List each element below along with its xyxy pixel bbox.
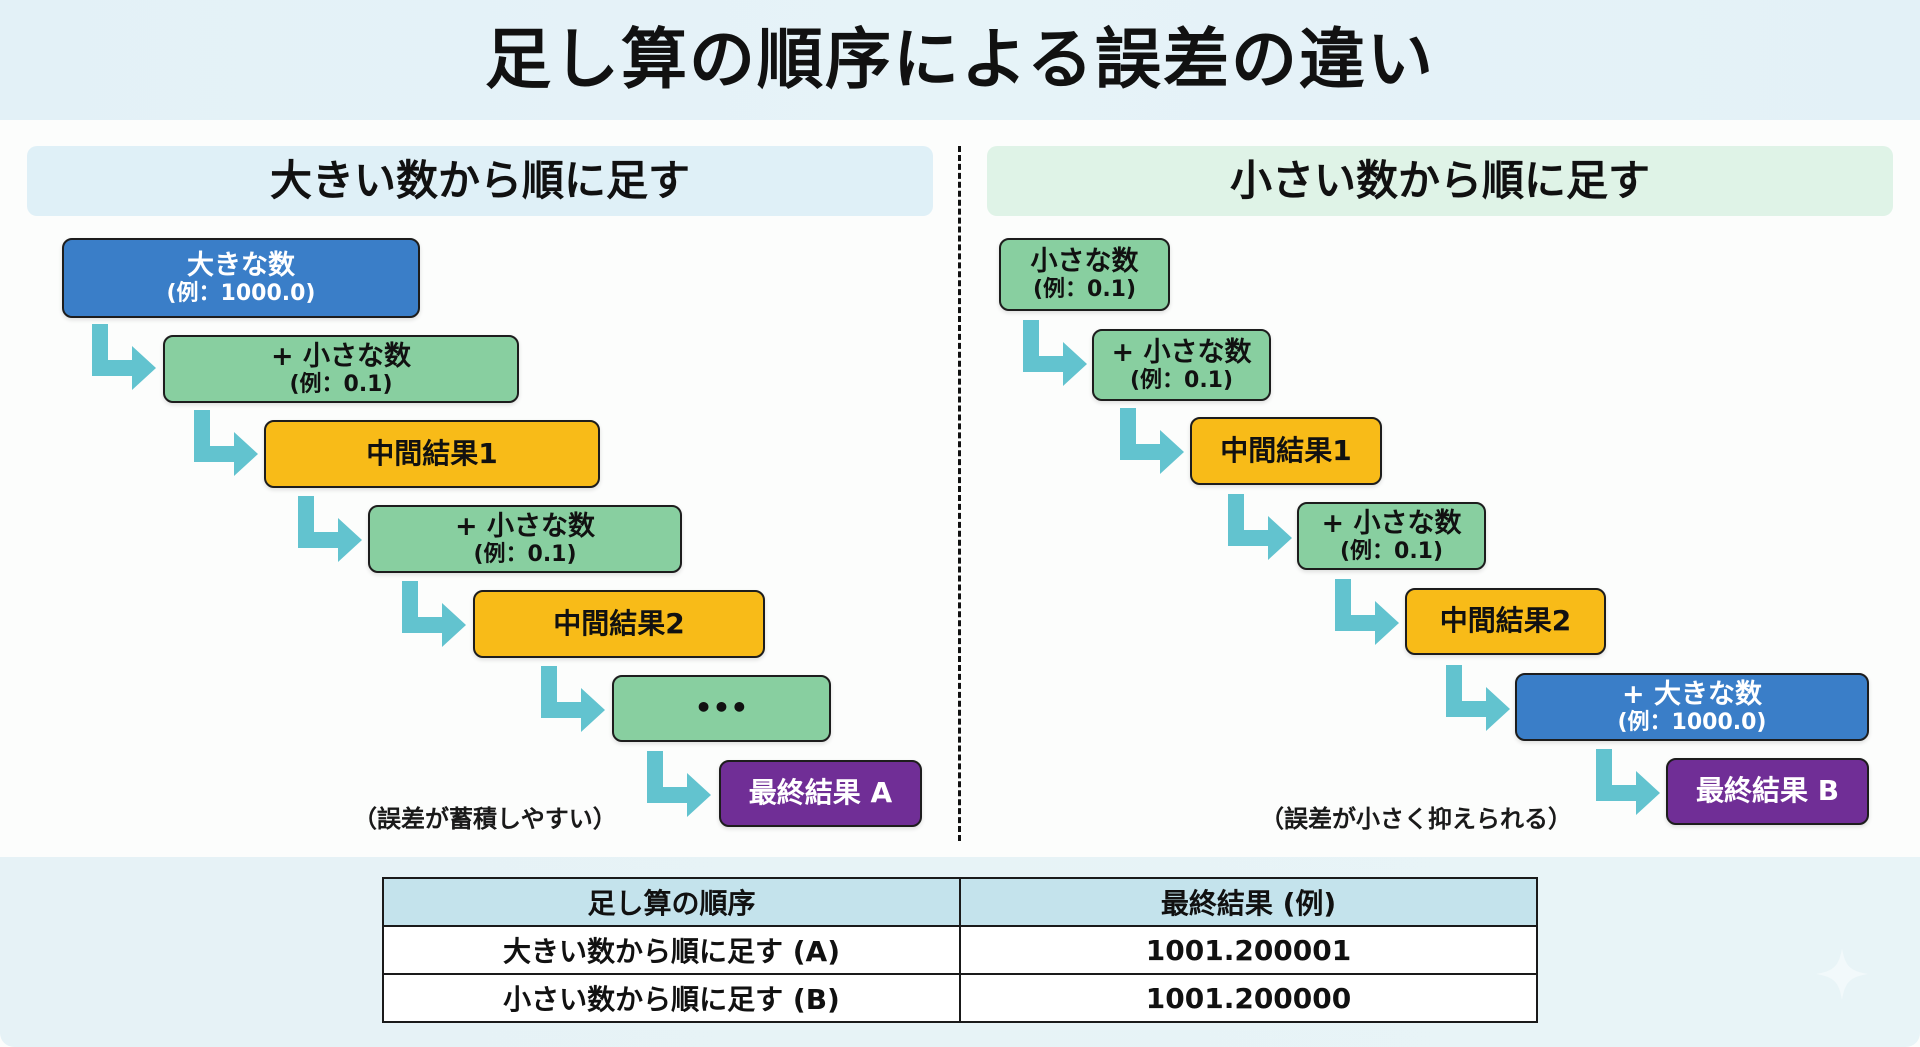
cell-result: 1001.200001 <box>959 925 1538 975</box>
result-table: 足し算の順序 最終結果 (例) 大きい数から順に足す (A) 1001.2000… <box>382 877 1538 1023</box>
step-label: 中間結果2 <box>553 606 685 640</box>
flow-step-intermediate-1: 中間結果1 <box>1190 417 1382 485</box>
step-example: (例：1000.0) <box>1617 709 1767 735</box>
flow-step-ellipsis: ••• <box>612 675 831 742</box>
step-label: ••• <box>694 691 749 725</box>
flow-step-final-result-a: 最終結果 A <box>719 760 922 827</box>
column-header-order: 足し算の順序 <box>382 877 961 927</box>
table-row: 小さい数から順に足す (B) 1001.200000 <box>382 973 1538 1023</box>
arrow-icon <box>1116 406 1186 476</box>
arrow-icon <box>643 749 713 819</box>
step-example: (例：0.1) <box>1339 538 1444 564</box>
flow-step-intermediate-2: 中間結果2 <box>473 590 765 658</box>
step-label: + 小さな数 <box>270 340 412 372</box>
arrow-icon <box>1442 663 1512 733</box>
step-label: 小さな数 <box>1030 246 1139 278</box>
sparkle-icon <box>1812 944 1872 1004</box>
step-example: (例：0.1) <box>473 541 577 567</box>
arrow-icon <box>398 579 468 649</box>
arrow-icon <box>294 494 364 564</box>
flow-step-add-small: + 小さな数 (例：0.1) <box>368 505 682 573</box>
column-header-result: 最終結果 (例) <box>959 877 1538 927</box>
arrow-icon <box>1331 577 1401 647</box>
step-example: (例：0.1) <box>1032 277 1137 303</box>
flow-step-add-small: + 小さな数 (例：0.1) <box>1092 329 1271 401</box>
cell-result: 1001.200000 <box>959 973 1538 1023</box>
flow-step-final-result-b: 最終結果 B <box>1666 758 1869 825</box>
right-section-header: 小さい数から順に足す <box>987 146 1893 216</box>
step-example: (例：0.1) <box>1129 367 1234 393</box>
page-title: 足し算の順序による誤差の違い <box>484 21 1436 98</box>
arrow-icon <box>1019 318 1089 388</box>
flow-step-intermediate-2: 中間結果2 <box>1405 588 1606 655</box>
step-label: 最終結果 A <box>748 776 893 810</box>
step-label: + 小さな数 <box>1321 507 1462 539</box>
cell-order: 大きい数から順に足す (A) <box>382 925 961 975</box>
table-header-row: 足し算の順序 最終結果 (例) <box>382 877 1538 927</box>
step-label: 最終結果 B <box>1695 774 1840 808</box>
panel-divider <box>958 146 961 841</box>
step-label: 中間結果1 <box>366 436 498 470</box>
cell-order: 小さい数から順に足す (B) <box>382 973 961 1023</box>
step-label: + 小さな数 <box>454 510 596 542</box>
left-section-header: 大きい数から順に足す <box>27 146 933 216</box>
arrow-icon <box>537 664 607 734</box>
arrow-icon <box>1224 492 1294 562</box>
left-note: （誤差が蓄積しやすい） <box>353 805 617 833</box>
step-label: 中間結果1 <box>1220 433 1352 467</box>
arrow-icon <box>1592 747 1662 817</box>
arrow-icon <box>88 322 158 392</box>
flow-step-large-number: 大きな数 (例：1000.0) <box>62 238 420 318</box>
step-example: (例：1000.0) <box>166 280 316 306</box>
step-label: 中間結果2 <box>1439 604 1572 638</box>
step-label: 大きな数 <box>187 249 295 281</box>
title-band <box>0 0 1920 120</box>
arrow-icon <box>190 408 260 478</box>
flow-step-add-small: + 小さな数 (例：0.1) <box>163 335 519 403</box>
table-row: 大きい数から順に足す (A) 1001.200001 <box>382 925 1538 975</box>
flow-step-add-large: + 大きな数 (例：1000.0) <box>1515 673 1869 741</box>
step-label: + 大きな数 <box>1621 678 1763 710</box>
flow-step-add-small: + 小さな数 (例：0.1) <box>1297 502 1486 570</box>
flow-step-small-number: 小さな数 (例：0.1) <box>999 238 1170 311</box>
right-note: （誤差が小さく抑えられる） <box>1260 805 1572 833</box>
step-example: (例：0.1) <box>289 371 393 397</box>
flow-step-intermediate-1: 中間結果1 <box>264 420 600 488</box>
step-label: + 小さな数 <box>1111 336 1252 368</box>
